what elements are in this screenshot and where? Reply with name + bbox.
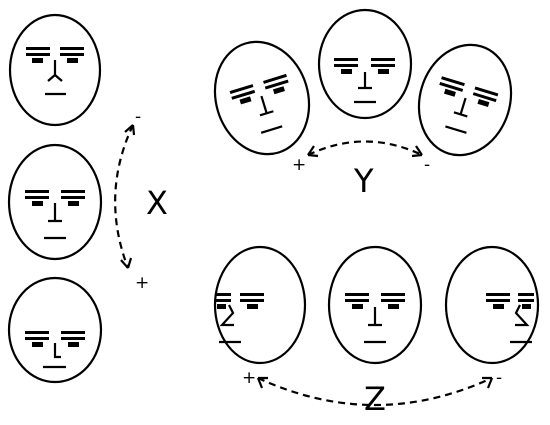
face-y-roll-left xyxy=(213,40,311,156)
face-z-yaw-left xyxy=(213,245,307,365)
y-axis-negative-sign: - xyxy=(424,155,430,175)
face-y-roll-neutral xyxy=(317,8,413,120)
z-axis-negative-sign: - xyxy=(496,368,502,388)
x-axis-label: X xyxy=(146,184,168,222)
y-axis-label: Y xyxy=(353,162,374,200)
face-x-pitch-up xyxy=(8,13,102,127)
z-axis-positive-sign: + xyxy=(242,368,256,388)
x-axis-arrow xyxy=(114,124,136,269)
y-axis-positive-sign: + xyxy=(292,155,306,175)
face-z-yaw-right xyxy=(444,245,540,365)
face-x-pitch-neutral xyxy=(7,143,103,261)
face-z-yaw-neutral xyxy=(327,245,423,365)
face-y-roll-right xyxy=(417,43,513,157)
face-x-pitch-down xyxy=(7,276,103,384)
z-axis-arrow xyxy=(256,376,494,407)
x-axis-negative-sign: - xyxy=(135,107,141,127)
z-axis-label: Z xyxy=(364,380,386,418)
x-axis-positive-sign: + xyxy=(135,273,149,293)
y-axis-arrow xyxy=(307,140,423,158)
